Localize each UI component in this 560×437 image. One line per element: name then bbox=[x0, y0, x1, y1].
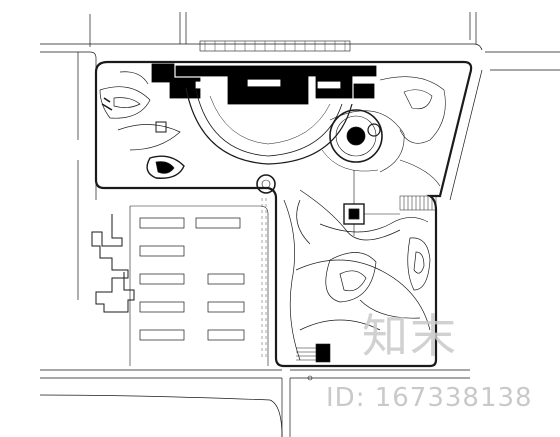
north-arrow-icon bbox=[307, 375, 313, 381]
south-park bbox=[283, 189, 431, 361]
watermark-id: ID: 167338138 bbox=[326, 383, 533, 413]
upper-right-lawn bbox=[379, 76, 446, 187]
round-pavilion bbox=[321, 109, 405, 173]
square-pavilion bbox=[343, 170, 400, 236]
parking-lot bbox=[129, 205, 269, 366]
right-stairs bbox=[399, 195, 437, 211]
lane-markings bbox=[261, 198, 267, 360]
neighbour-building bbox=[91, 214, 135, 313]
arc-plaza bbox=[185, 87, 353, 165]
road-lines bbox=[39, 12, 560, 437]
parking-strip bbox=[199, 40, 351, 52]
building-openings bbox=[195, 79, 341, 89]
entry-roundabout bbox=[256, 174, 276, 194]
watermark-brand: 知末 bbox=[362, 309, 458, 363]
left-garden bbox=[99, 71, 185, 179]
legend-block bbox=[296, 343, 331, 363]
